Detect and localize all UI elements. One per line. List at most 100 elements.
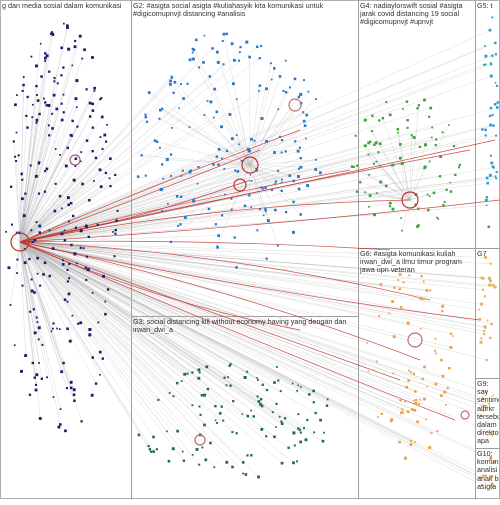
network-node <box>209 75 212 78</box>
network-node <box>239 46 241 48</box>
network-node <box>264 187 267 190</box>
network-node <box>389 202 392 205</box>
network-node <box>31 56 33 58</box>
network-node <box>64 239 66 241</box>
edge <box>20 242 482 485</box>
network-node <box>435 138 437 140</box>
network-node <box>152 450 155 453</box>
network-node <box>73 252 76 255</box>
network-node <box>373 370 375 372</box>
network-node <box>46 168 49 171</box>
network-node <box>417 208 419 210</box>
network-node <box>37 273 39 275</box>
network-node <box>367 142 370 145</box>
network-node <box>484 55 487 58</box>
network-node <box>250 174 252 176</box>
network-node <box>52 247 55 250</box>
network-node <box>213 466 215 468</box>
network-node <box>197 377 200 380</box>
network-node <box>18 154 20 156</box>
network-node <box>64 230 66 232</box>
network-node <box>459 164 461 166</box>
network-node <box>215 223 217 225</box>
network-node <box>91 103 94 106</box>
network-node <box>202 61 205 64</box>
network-node <box>489 29 492 32</box>
network-node <box>36 317 38 319</box>
network-node <box>292 231 295 234</box>
network-node <box>43 98 45 100</box>
network-node <box>306 419 308 421</box>
network-node <box>11 224 13 226</box>
network-node <box>248 56 251 59</box>
network-node <box>280 421 282 423</box>
network-node <box>275 426 277 428</box>
network-node <box>226 33 229 36</box>
edge <box>20 242 377 361</box>
network-node <box>52 328 54 330</box>
hub-node <box>408 333 422 347</box>
network-node <box>285 211 287 213</box>
network-node <box>402 108 404 110</box>
network-node <box>10 186 12 188</box>
network-node <box>38 362 40 364</box>
network-node <box>97 322 99 324</box>
network-node <box>162 178 164 180</box>
network-node <box>257 395 259 397</box>
network-node <box>100 169 102 171</box>
network-node <box>492 114 494 116</box>
network-node <box>161 210 163 212</box>
network-node <box>214 405 216 407</box>
network-node <box>489 115 491 117</box>
network-node <box>238 60 240 62</box>
network-node <box>70 381 72 383</box>
network-node <box>38 326 41 329</box>
network-node <box>490 62 492 64</box>
network-node <box>490 75 493 78</box>
network-node <box>427 386 429 388</box>
network-node <box>83 247 85 249</box>
network-node <box>48 124 50 126</box>
network-node <box>97 224 99 226</box>
network-node <box>376 161 378 163</box>
network-node <box>115 219 118 222</box>
network-node <box>250 206 252 208</box>
network-node <box>382 117 385 120</box>
network-node <box>156 448 158 450</box>
network-node <box>419 297 422 300</box>
network-node <box>303 79 305 81</box>
network-node <box>23 76 25 78</box>
network-node <box>204 114 206 116</box>
network-node <box>237 170 240 173</box>
network-node <box>115 229 117 231</box>
network-node <box>415 399 417 401</box>
group-label-g1: g dan media sosial dalam komunikasi <box>2 2 130 12</box>
network-node <box>183 373 186 376</box>
network-node <box>371 130 373 132</box>
network-node <box>85 279 87 281</box>
network-node <box>22 84 25 87</box>
network-node <box>275 403 277 405</box>
network-node <box>212 163 215 166</box>
network-node <box>158 118 160 120</box>
network-node <box>20 370 23 373</box>
network-node <box>281 182 283 184</box>
network-node <box>490 162 493 165</box>
network-node <box>172 447 175 450</box>
network-node <box>242 473 244 475</box>
network-node <box>39 285 41 287</box>
network-node <box>89 115 92 118</box>
network-node <box>65 165 68 168</box>
network-node <box>435 353 437 355</box>
network-node <box>211 47 214 50</box>
network-node <box>200 414 202 416</box>
network-node <box>166 158 169 161</box>
network-node <box>189 126 191 128</box>
network-node <box>281 422 284 425</box>
network-node <box>89 102 92 105</box>
network-node <box>68 221 70 223</box>
network-node <box>35 85 37 87</box>
network-node <box>51 331 53 333</box>
network-node <box>288 447 290 449</box>
network-node <box>181 175 183 177</box>
